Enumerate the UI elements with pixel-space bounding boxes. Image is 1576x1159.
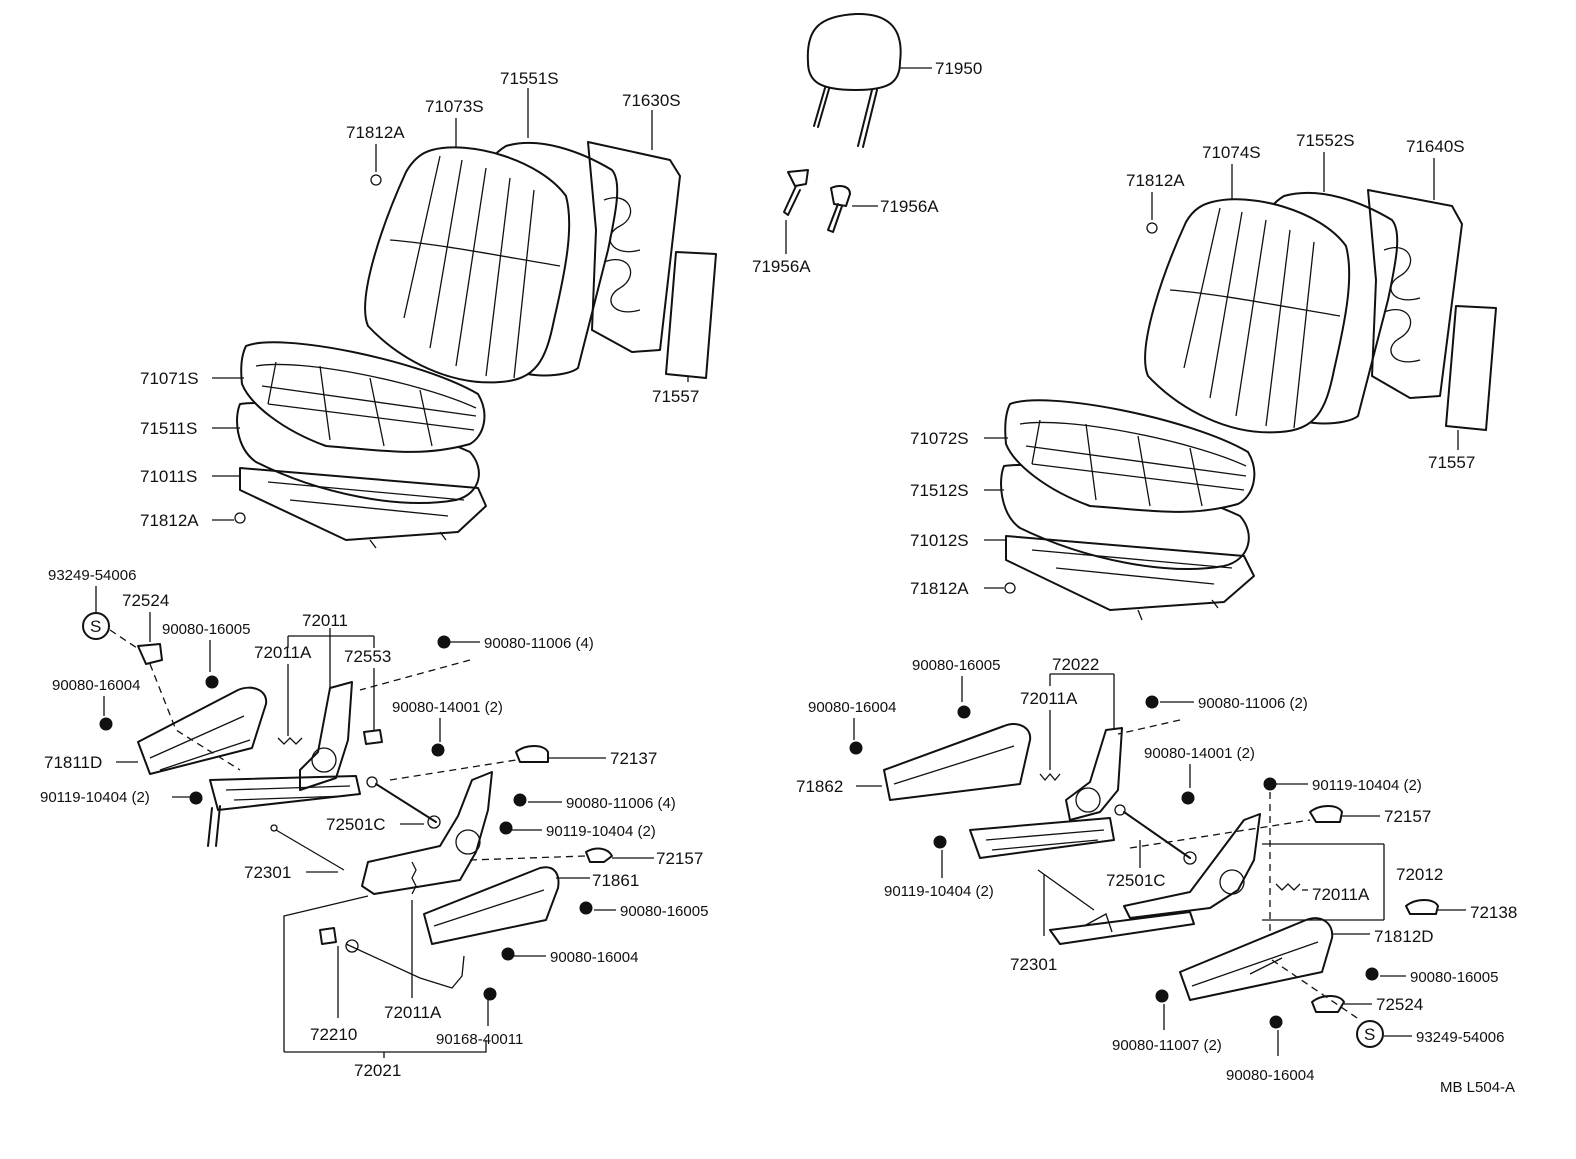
label-72210: 72210 xyxy=(310,1025,357,1044)
label-72301-right: 72301 xyxy=(1010,955,1057,974)
label-93249-54006-left: 93249-54006 xyxy=(48,567,136,584)
label-90119-10404-left: 90119-10404 (2) xyxy=(40,789,150,806)
left-seat-cushion: 71071S 71511S 71011S 71812A xyxy=(140,341,487,549)
left-adjuster: 93249-54006 S 72524 90080-16005 90080-16… xyxy=(40,567,708,1080)
label-90119-10404-right-top: 90119-10404 (2) xyxy=(1312,777,1422,794)
label-90080-11006-left-mid: 90080-11006 (4) xyxy=(566,795,676,812)
label-71072S: 71072S xyxy=(910,429,969,448)
label-71812D: 71812D xyxy=(1374,927,1434,946)
label-71812A-left-bottom: 71812A xyxy=(140,511,199,530)
label-71512S: 71512S xyxy=(910,481,969,500)
label-71812A-right-bottom: 71812A xyxy=(910,579,969,598)
label-71812A-right-top: 71812A xyxy=(1126,171,1185,190)
label-90168-40011: 90168-40011 xyxy=(436,1031,523,1048)
label-90080-16005-right: 90080-16005 xyxy=(912,657,1000,674)
label-S-right: S xyxy=(1364,1025,1375,1044)
label-71861: 71861 xyxy=(592,871,639,890)
label-90080-11006-left-top: 90080-11006 (4) xyxy=(484,635,594,652)
label-72011A-left: 72011A xyxy=(254,643,312,662)
label-71630S: 71630S xyxy=(622,91,681,110)
label-72137: 72137 xyxy=(610,749,657,768)
label-72011A-right: 72011A xyxy=(1020,689,1078,708)
label-71552S: 71552S xyxy=(1296,131,1355,150)
right-seat-cushion: 71072S 71512S 71012S 71812A xyxy=(910,399,1256,621)
label-72524-left: 72524 xyxy=(122,591,169,610)
label-71862: 71862 xyxy=(796,777,843,796)
label-71511S: 71511S xyxy=(140,419,197,438)
label-90080-16005-right-shield: 90080-16005 xyxy=(1410,969,1498,986)
label-71551S: 71551S xyxy=(500,69,559,88)
label-93249-54006-right: 93249-54006 xyxy=(1416,1029,1504,1046)
label-72011A-right-lower: 72011A xyxy=(1312,885,1370,904)
right-seat-back: 71812A 71074S 71552S 71640S 71557 xyxy=(1126,131,1497,472)
label-72022: 72022 xyxy=(1052,655,1099,674)
label-72524-right: 72524 xyxy=(1376,995,1423,1014)
label-72138: 72138 xyxy=(1470,903,1517,922)
label-90080-16004-left: 90080-16004 xyxy=(52,677,140,694)
left-seat-back: 71812A 71073S 71551S 71630S 71557 xyxy=(346,69,717,406)
label-90080-11007-right: 90080-11007 (2) xyxy=(1112,1037,1222,1054)
right-adjuster: 90080-16005 90080-16004 72022 72011A 900… xyxy=(796,655,1517,1084)
label-71557-left: 71557 xyxy=(652,387,699,406)
label-90080-16005-left: 90080-16005 xyxy=(162,621,250,638)
label-71073S: 71073S xyxy=(425,97,484,116)
label-S-left: S xyxy=(90,617,101,636)
label-90080-16004-right-shield: 90080-16004 xyxy=(1226,1067,1314,1084)
label-72157-right: 72157 xyxy=(1384,807,1431,826)
label-90080-11006-right: 90080-11006 (2) xyxy=(1198,695,1308,712)
label-71012S: 71012S xyxy=(910,531,969,550)
label-71071S: 71071S xyxy=(140,369,199,388)
label-71950: 71950 xyxy=(935,59,982,78)
label-90119-10404-left-rod: 90119-10404 (2) xyxy=(546,823,656,840)
label-71956A-right: 71956A xyxy=(880,197,939,216)
label-71557-right: 71557 xyxy=(1428,453,1475,472)
label-72011: 72011 xyxy=(302,611,348,630)
label-71011S: 71011S xyxy=(140,467,197,486)
label-71812A-left-top: 71812A xyxy=(346,123,405,142)
label-90119-10404-right-lower: 90119-10404 (2) xyxy=(884,883,994,900)
label-90080-16005-left-shield: 90080-16005 xyxy=(620,903,708,920)
label-72553: 72553 xyxy=(344,647,391,666)
label-71956A-left: 71956A xyxy=(752,257,811,276)
label-72501C-left: 72501C xyxy=(326,815,386,834)
label-71640S: 71640S xyxy=(1406,137,1465,156)
label-72501C-right: 72501C xyxy=(1106,871,1166,890)
label-72011A-left-lower: 72011A xyxy=(384,1003,442,1022)
label-90080-14001-right: 90080-14001 (2) xyxy=(1144,745,1255,762)
label-72301-left: 72301 xyxy=(244,863,291,882)
headrest-supports: 71956A 71956A xyxy=(752,169,939,276)
label-71811D: 71811D xyxy=(44,753,102,772)
diagram-code: MB L504-A xyxy=(1440,1079,1515,1096)
label-90080-16004-right: 90080-16004 xyxy=(808,699,896,716)
label-71074S: 71074S xyxy=(1202,143,1261,162)
label-90080-14001-left: 90080-14001 (2) xyxy=(392,699,503,716)
label-72012: 72012 xyxy=(1396,865,1443,884)
label-72021: 72021 xyxy=(354,1061,401,1080)
label-72157-left: 72157 xyxy=(656,849,703,868)
headrest: 71950 xyxy=(806,12,982,148)
label-90080-16004-left-shield: 90080-16004 xyxy=(550,949,638,966)
